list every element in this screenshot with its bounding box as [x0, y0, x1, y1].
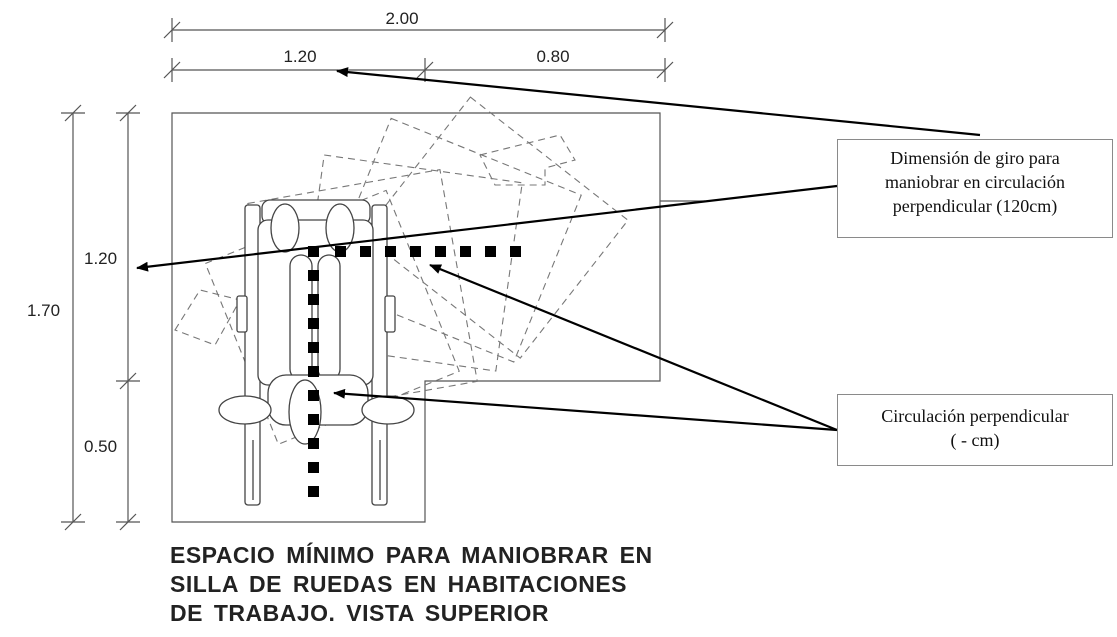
arrow-to-horizontal-dots — [429, 263, 838, 432]
turning-footprints — [174, 96, 629, 445]
dim-label-width-left: 1.20 — [283, 47, 316, 66]
dim-label-total-width: 2.00 — [385, 9, 418, 28]
callout-turning-dimension: Dimensión de giro para maniobrar en circ… — [837, 139, 1113, 238]
dim-label-height-lower: 0.50 — [84, 437, 117, 456]
arrow-to-vertical-dots — [333, 388, 838, 432]
arrow-to-width-dim — [336, 67, 981, 137]
callout-circ-line-2: ( - cm) — [950, 430, 1000, 450]
circulation-dots — [308, 246, 521, 497]
callout-turning-line-1: Dimensión de giro para — [890, 148, 1060, 168]
dimension-split-width — [163, 58, 674, 82]
caption-line-2: SILLA DE RUEDAS EN HABITACIONES — [170, 571, 628, 597]
arrow-to-height-dim — [136, 184, 838, 272]
callout-turning-line-2: maniobrar en circulación — [885, 172, 1065, 192]
dim-label-height-upper: 1.20 — [84, 249, 117, 268]
room-outline — [171, 112, 661, 523]
caption-line-3: DE TRABAJO. VISTA SUPERIOR — [170, 600, 549, 626]
dimension-total-width — [163, 18, 674, 42]
callout-circ-line-1: Circulación perpendicular — [881, 406, 1069, 426]
caption-line-1: ESPACIO MÍNIMO PARA MANIOBRAR EN — [170, 542, 653, 568]
dim-label-width-right: 0.80 — [536, 47, 569, 66]
diagram-caption: ESPACIO MÍNIMO PARA MANIOBRAR EN SILLA D… — [170, 541, 790, 628]
leader-arrows — [136, 67, 981, 432]
callout-turning-line-3: perpendicular (120cm) — [892, 196, 1058, 216]
dimension-split-height — [116, 104, 140, 531]
dimension-total-height — [61, 104, 85, 531]
callout-perpendicular-circulation: Circulación perpendicular ( - cm) — [837, 394, 1113, 466]
dim-label-total-height: 1.70 — [27, 301, 60, 320]
